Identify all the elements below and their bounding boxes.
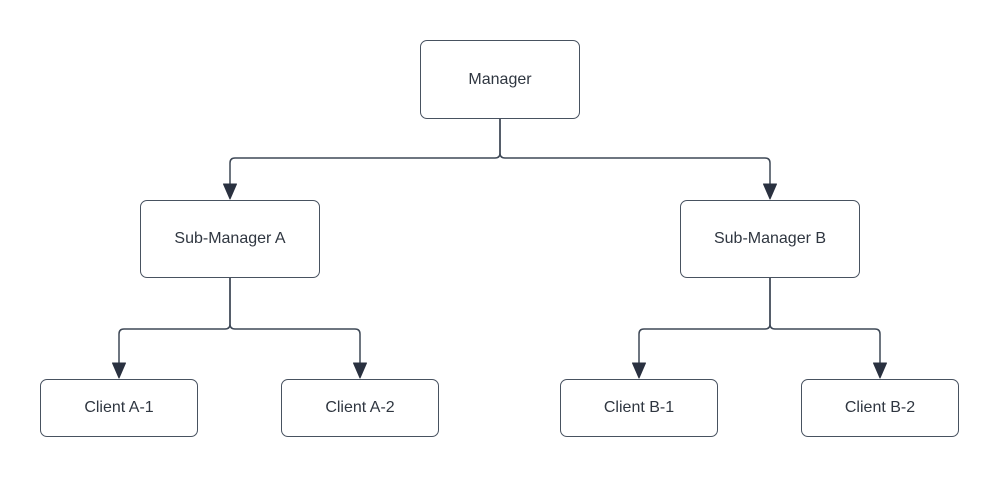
arrowhead-icon-sub-manager-b-to-client-b-1: [632, 362, 646, 379]
node-client-a-2[interactable]: Client A-2: [281, 379, 439, 437]
connector-manager-to-sub-manager-b: [499, 118, 771, 185]
arrowhead-icon-sub-manager-a-to-client-a-1: [112, 362, 126, 379]
node-sub-manager-a[interactable]: Sub-Manager A: [140, 200, 320, 278]
connector-sub-manager-a-to-client-a-2: [229, 277, 361, 364]
node-label-client-a-2: Client A-2: [325, 399, 395, 417]
node-client-b-1[interactable]: Client B-1: [560, 379, 718, 437]
arrowhead-icon-sub-manager-a-to-client-a-2: [353, 362, 367, 379]
arrowhead-icon-sub-manager-b-to-client-b-2: [873, 362, 887, 379]
node-label-client-a-1: Client A-1: [84, 399, 154, 417]
node-label-client-b-1: Client B-1: [603, 399, 675, 417]
connector-sub-manager-a-to-client-a-1: [118, 277, 231, 364]
connector-sub-manager-b-to-client-b-1: [638, 277, 771, 364]
node-manager[interactable]: Manager: [420, 40, 580, 119]
node-client-b-2[interactable]: Client B-2: [801, 379, 959, 437]
node-client-a-1[interactable]: Client A-1: [40, 379, 198, 437]
node-label-manager: Manager: [468, 70, 532, 88]
node-label-sub-manager-a: Sub-Manager A: [174, 230, 286, 248]
connector-sub-manager-b-to-client-b-2: [769, 277, 881, 364]
node-label-client-b-2: Client B-2: [844, 399, 916, 417]
node-sub-manager-b[interactable]: Sub-Manager B: [680, 200, 860, 278]
connector-manager-to-sub-manager-a: [229, 118, 501, 185]
arrowhead-icon-manager-to-sub-manager-b: [763, 183, 777, 200]
node-label-sub-manager-b: Sub-Manager B: [713, 230, 827, 248]
arrowhead-icon-manager-to-sub-manager-a: [223, 183, 237, 200]
